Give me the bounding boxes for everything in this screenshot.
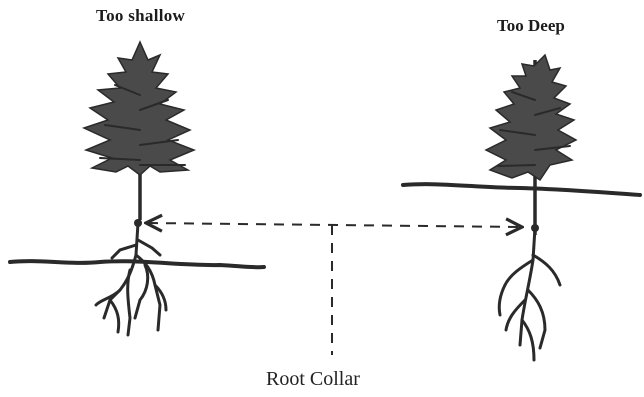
tree-too-shallow [84,42,194,335]
ground-line-deep [403,184,640,195]
tree-too-deep [486,55,576,360]
ground-line-shallow [10,261,264,267]
root-collar-indicator [148,223,520,355]
